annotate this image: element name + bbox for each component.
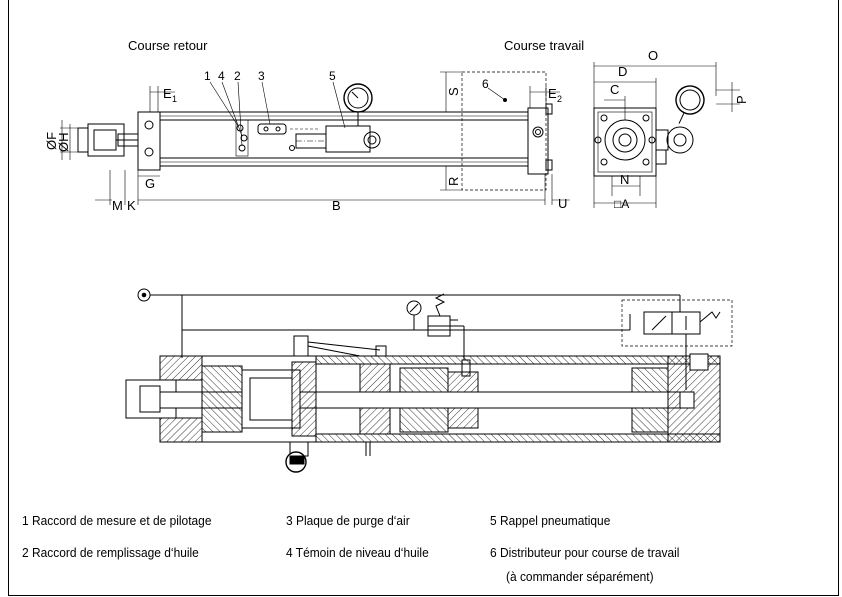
dim-e1: E	[163, 86, 172, 101]
dim-r: R	[446, 177, 461, 186]
legend-item-3: 3 Plaque de purge d‘air	[286, 513, 410, 528]
dim-s: S	[446, 87, 461, 96]
dim-k: K	[127, 198, 136, 213]
dim-f: ØF	[44, 132, 59, 150]
legend-item-2: 2 Raccord de remplissage d‘huile	[22, 545, 199, 560]
end-view	[593, 62, 740, 208]
callout-5: 5	[329, 69, 336, 83]
return-stroke-label: Course retour	[128, 38, 208, 53]
dim-e1-sub: 1	[172, 94, 177, 104]
work-stroke-label: Course travail	[504, 38, 584, 53]
legend-item-1: 1 Raccord de mesure et de pilotage	[22, 513, 212, 528]
dim-c: C	[610, 82, 619, 97]
dim-o: O	[648, 48, 658, 63]
drawing-frame	[8, 0, 839, 596]
legend-item-6-note: (à commander séparément)	[506, 569, 654, 584]
callout-1: 1	[204, 69, 211, 83]
legend-item-5: 5 Rappel pneumatique	[490, 513, 611, 528]
callout-6: 6	[482, 77, 489, 91]
section-view	[125, 288, 733, 473]
dim-d: D	[618, 64, 627, 79]
dim-p: P	[734, 95, 749, 104]
dim-m: M	[112, 198, 123, 213]
dim-e2: E	[548, 86, 557, 101]
dim-g: G	[145, 176, 155, 191]
dim-u: U	[558, 196, 567, 211]
dim-a: □A	[614, 197, 629, 211]
callout-4: 4	[218, 69, 225, 83]
dim-n: N	[620, 172, 629, 187]
dim-e2-sub: 2	[557, 94, 562, 104]
dim-h: ØH	[56, 133, 71, 153]
legend-item-4: 4 Témoin de niveau d‘huile	[286, 545, 429, 560]
legend-item-6: 6 Distributeur pour course de travail	[490, 545, 680, 560]
dim-b: B	[332, 198, 341, 213]
callout-3: 3	[258, 69, 265, 83]
callout-2: 2	[234, 69, 241, 83]
side-view	[60, 71, 570, 205]
